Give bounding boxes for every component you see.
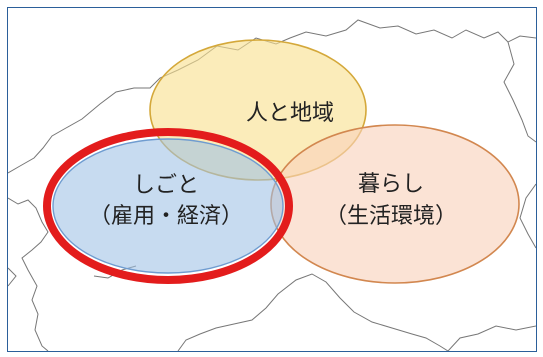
circle-work xyxy=(52,138,284,274)
venn-circles xyxy=(43,39,520,284)
label-living-subtitle: （生活環境） xyxy=(325,204,457,229)
venn-labels: 人と地域 しごと （雇用・経済） 暮らし （生活環境） xyxy=(89,101,457,229)
label-work-title: しごと xyxy=(133,173,199,198)
label-people-region: 人と地域 xyxy=(246,101,334,126)
venn-diagram: 人と地域 しごと （雇用・経済） 暮らし （生活環境） xyxy=(8,19,536,351)
diagram-frame: 人と地域 しごと （雇用・経済） 暮らし （生活環境） xyxy=(7,7,537,352)
label-work-subtitle: （雇用・経済） xyxy=(89,204,243,229)
label-living-title: 暮らし xyxy=(358,172,424,197)
highlight-ring-work xyxy=(43,128,293,284)
